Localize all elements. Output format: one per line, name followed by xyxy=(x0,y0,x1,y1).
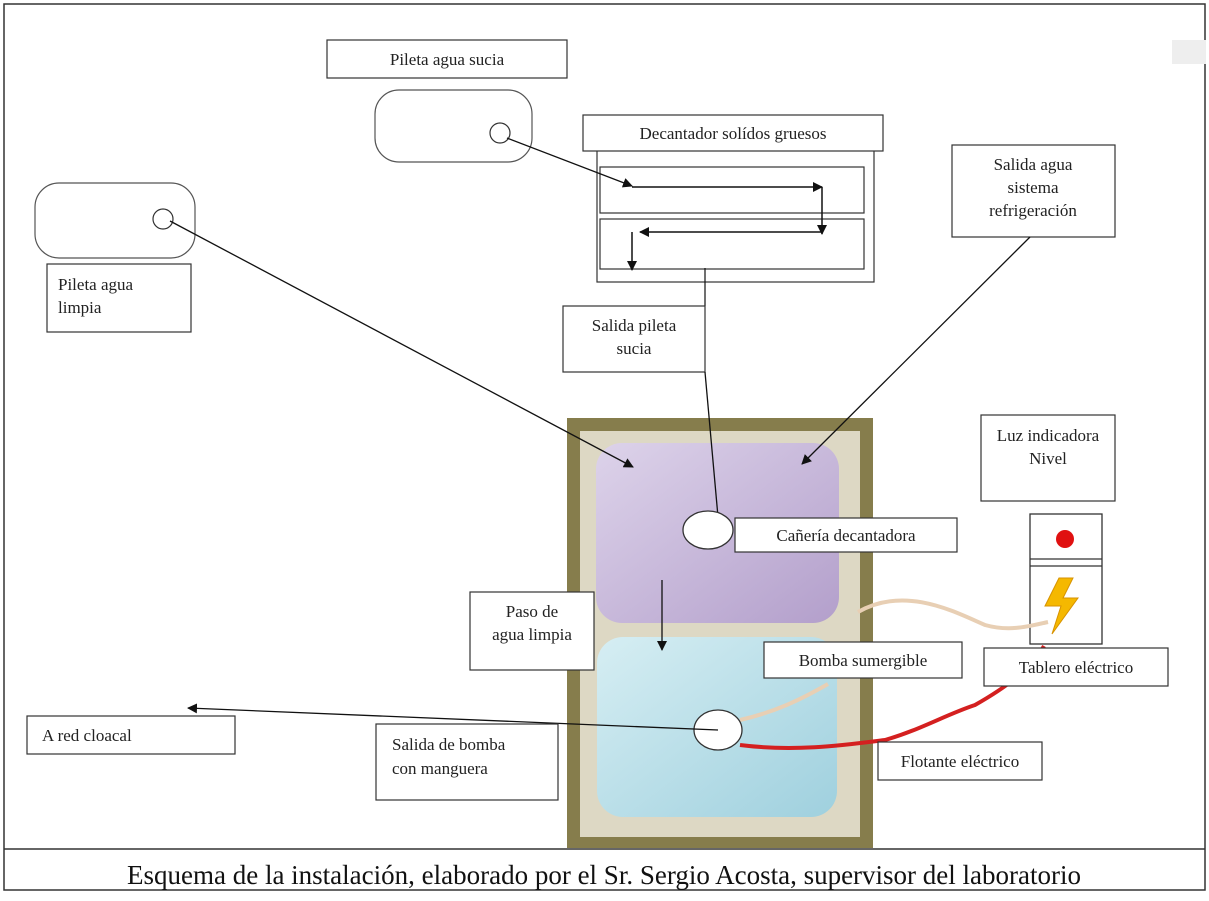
tablero-label-box xyxy=(983,647,1169,687)
pileta-limpia-label-1: Pileta agua xyxy=(58,275,134,294)
caneria-label: Cañería decantadora xyxy=(776,526,916,545)
figure-border xyxy=(3,3,1206,891)
figure-caption: Esquema de la instalación, elaborado por… xyxy=(127,860,1081,890)
salida-refrigeracion-2: sistema xyxy=(1008,178,1059,197)
pileta-limpia-basin xyxy=(34,182,196,259)
salida-refrigeracion-1: Salida agua xyxy=(994,155,1073,174)
decantador-channel-upper xyxy=(599,166,865,214)
beige-cable-pump xyxy=(739,682,829,722)
lightning-icon xyxy=(1044,577,1079,635)
salida-refrigeracion-box xyxy=(951,144,1116,238)
grey-patch xyxy=(1172,40,1206,64)
red-cloacal-box xyxy=(26,715,236,755)
salida-pileta-sucia-1: Salida pileta xyxy=(592,316,677,335)
bomba-label-box xyxy=(763,641,963,679)
red-cloacal-label: A red cloacal xyxy=(42,726,132,745)
bomba-label: Bomba sumergible xyxy=(799,651,928,670)
salida-bomba-box xyxy=(375,723,559,801)
paso-agua-1: Paso de xyxy=(506,602,558,621)
arrow-salida-pileta-to-tank xyxy=(704,371,724,529)
indicator-light xyxy=(1056,530,1074,548)
paso-agua-2: agua limpia xyxy=(492,625,572,644)
pileta-sucia-basin xyxy=(374,89,533,163)
salida-refrigeracion-3: refrigeración xyxy=(989,201,1077,220)
pileta-limpia-label-box xyxy=(46,263,192,333)
luz-indicadora-1: Luz indicadora xyxy=(997,426,1100,445)
luz-indicadora-box xyxy=(980,414,1116,502)
flow-arrow-sucia-to-decantador xyxy=(506,137,633,188)
arrow-limpia-to-tank xyxy=(169,220,634,468)
flotante-label: Flotante eléctrico xyxy=(901,752,1019,771)
flotante-label-box xyxy=(877,741,1043,781)
tablero-label: Tablero eléctrico xyxy=(1019,658,1133,677)
salida-pileta-sucia-2: sucia xyxy=(617,339,652,358)
caneria-label-box xyxy=(734,517,958,553)
salida-bomba-1: Salida de bomba xyxy=(392,735,506,754)
decantador-label: Decantador solídos gruesos xyxy=(640,124,827,143)
arrow-to-red-cloacal xyxy=(187,703,719,731)
salida-pileta-sucia-box xyxy=(562,305,706,373)
paso-agua-box xyxy=(469,591,595,671)
pileta-limpia-drain xyxy=(152,208,174,230)
salida-bomba-2: con manguera xyxy=(392,759,488,778)
pileta-sucia-label: Pileta agua sucia xyxy=(390,50,505,69)
pileta-sucia-drain xyxy=(489,122,511,144)
decantador-channel-lower xyxy=(599,218,865,270)
beige-cable-upper xyxy=(857,598,1049,631)
pileta-sucia-label-box xyxy=(326,39,568,79)
luz-indicadora-2: Nivel xyxy=(1029,449,1067,468)
pileta-limpia-label-2: limpia xyxy=(58,298,102,317)
arrow-refrigeracion-to-tank xyxy=(801,236,1031,465)
caneria-pipe xyxy=(682,510,734,550)
decantador-label-box xyxy=(582,114,884,152)
